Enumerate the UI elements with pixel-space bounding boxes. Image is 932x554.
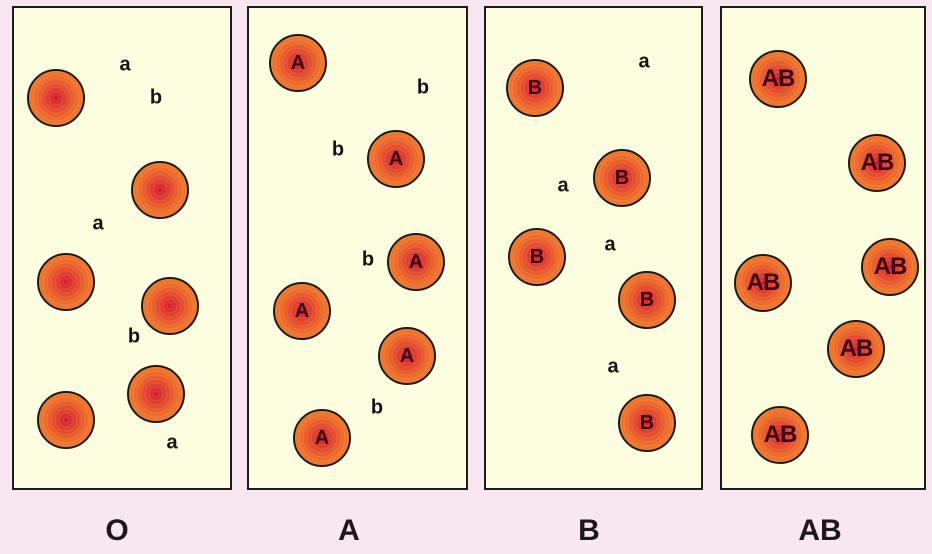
antibody-label: b [127, 325, 141, 348]
antibody-label: b [416, 76, 430, 99]
blood-type-label-o: O [105, 514, 129, 547]
red-blood-cell-b: B [618, 394, 676, 452]
red-blood-cell-ab: AB [734, 254, 792, 312]
antibody-label: a [607, 355, 619, 378]
antibody-label: b [149, 86, 163, 109]
antibody-label: a [604, 233, 616, 256]
antibody-label: a [166, 431, 178, 454]
red-blood-cell-ab: AB [827, 320, 885, 378]
red-blood-cell-a: A [378, 327, 436, 385]
red-blood-cell-a: A [367, 130, 425, 188]
antibody-label: a [92, 212, 104, 235]
blood-type-label-ab: AB [798, 514, 842, 547]
antibody-label: b [361, 248, 375, 271]
antibody-label: b [331, 138, 345, 161]
red-blood-cell-ab: AB [749, 50, 807, 108]
red-blood-cell [37, 253, 95, 311]
antibody-label: b [370, 396, 384, 419]
blood-type-label-b: B [578, 514, 600, 547]
antibody-label: a [638, 50, 650, 73]
red-blood-cell [141, 277, 199, 335]
red-blood-cell-a: A [273, 282, 331, 340]
red-blood-cell [127, 365, 185, 423]
red-blood-cell-ab: AB [751, 406, 809, 464]
red-blood-cell-b: B [593, 149, 651, 207]
red-blood-cell-a: A [293, 409, 351, 467]
red-blood-cell-b: B [508, 228, 566, 286]
antibody-label: a [557, 174, 569, 197]
red-blood-cell-b: B [618, 271, 676, 329]
red-blood-cell-a: A [387, 233, 445, 291]
red-blood-cell-a: A [269, 34, 327, 92]
red-blood-cell [131, 161, 189, 219]
red-blood-cell-ab: AB [861, 238, 919, 296]
red-blood-cell [37, 391, 95, 449]
red-blood-cell-ab: AB [848, 134, 906, 192]
blood-type-label-a: A [338, 514, 360, 547]
antibody-label: a [119, 53, 131, 76]
red-blood-cell [27, 69, 85, 127]
red-blood-cell-b: B [506, 59, 564, 117]
